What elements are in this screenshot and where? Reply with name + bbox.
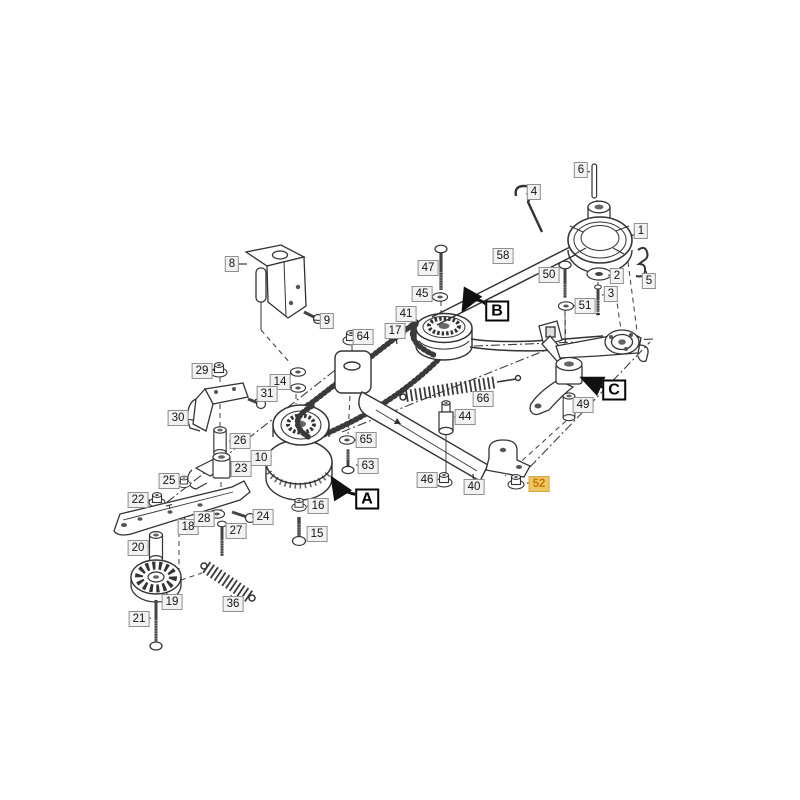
bracket-30 <box>187 382 249 432</box>
plate-18 <box>113 480 251 536</box>
pulley-10 <box>265 404 333 501</box>
callout-3[interactable]: 3 <box>603 286 619 302</box>
callout-20[interactable]: 20 <box>127 540 149 556</box>
bolt-27 <box>216 520 228 556</box>
callout-26[interactable]: 26 <box>229 433 251 449</box>
callout-5[interactable]: 5 <box>641 273 657 289</box>
bolt-15 <box>291 517 307 547</box>
callout-49[interactable]: 49 <box>572 397 594 413</box>
callout-assembly-b: B <box>485 300 509 322</box>
callout-21[interactable]: 21 <box>128 611 150 627</box>
callout-64[interactable]: 64 <box>352 329 374 345</box>
pulley-1 <box>567 200 633 274</box>
callout-15[interactable]: 15 <box>306 526 328 542</box>
callout-50[interactable]: 50 <box>538 267 560 283</box>
washer-14a <box>289 367 307 377</box>
callout-31[interactable]: 31 <box>256 386 278 402</box>
nut-46 <box>435 472 453 488</box>
callout-65[interactable]: 65 <box>355 432 377 448</box>
callout-66[interactable]: 66 <box>472 391 494 407</box>
bolt-47 <box>434 244 448 290</box>
callout-24[interactable]: 24 <box>252 509 274 525</box>
washer-51 <box>557 301 575 311</box>
washer-14b <box>289 383 307 393</box>
pivot-23 <box>187 452 232 490</box>
callout-28[interactable]: 28 <box>193 511 215 527</box>
spacer-44 <box>438 400 454 436</box>
bolt-21 <box>149 600 163 651</box>
callout-8[interactable]: 8 <box>224 256 240 272</box>
bracket-40 <box>485 439 531 478</box>
callout-1[interactable]: 1 <box>633 223 649 239</box>
callout-9[interactable]: 9 <box>319 313 335 329</box>
callout-51[interactable]: 51 <box>574 298 596 314</box>
callout-44[interactable]: 44 <box>454 409 476 425</box>
callout-6[interactable]: 6 <box>573 162 589 178</box>
callout-46[interactable]: 46 <box>416 472 438 488</box>
washer-45 <box>431 292 449 302</box>
callout-assembly-c: C <box>602 379 626 401</box>
washer-2 <box>586 267 612 281</box>
bellcrank-c <box>529 356 583 416</box>
callout-30[interactable]: 30 <box>167 410 189 426</box>
callout-47[interactable]: 47 <box>417 260 439 276</box>
callout-assembly-a: A <box>355 488 379 510</box>
callout-18[interactable]: 18 <box>177 519 199 535</box>
bolt-50 <box>558 260 572 298</box>
callout-41[interactable]: 41 <box>395 306 417 322</box>
callout-4[interactable]: 4 <box>526 184 542 200</box>
callout-63[interactable]: 63 <box>357 458 379 474</box>
washer-65 <box>338 435 356 445</box>
callout-58[interactable]: 58 <box>492 248 514 264</box>
pulley-41 <box>415 312 473 361</box>
bolt-63 <box>341 449 355 475</box>
bolt-24 <box>231 510 256 524</box>
callout-29[interactable]: 29 <box>191 363 213 379</box>
callout-10[interactable]: 10 <box>250 450 272 466</box>
callout-40[interactable]: 40 <box>463 479 485 495</box>
callout-2[interactable]: 2 <box>609 268 625 284</box>
callout-19[interactable]: 19 <box>161 594 183 610</box>
callout-45[interactable]: 45 <box>411 286 433 302</box>
callout-22[interactable]: 22 <box>127 492 149 508</box>
belt-17-wrap <box>294 321 437 441</box>
shaft-pin-6 <box>591 163 598 199</box>
callout-17[interactable]: 17 <box>384 323 406 339</box>
spring-36 <box>200 561 256 603</box>
lift-arm <box>538 320 649 370</box>
spacer-26 <box>213 426 227 457</box>
idler-arm <box>334 350 489 482</box>
callout-23[interactable]: 23 <box>230 461 252 477</box>
spring-66 <box>399 374 522 402</box>
spacer-20 <box>148 530 164 564</box>
callout-16[interactable]: 16 <box>307 498 329 514</box>
callout-36[interactable]: 36 <box>222 596 244 612</box>
callout-27[interactable]: 27 <box>225 523 247 539</box>
bracket-8 <box>244 244 307 319</box>
bolt-3 <box>594 284 602 316</box>
belt-58 <box>431 246 604 352</box>
callout-25[interactable]: 25 <box>158 473 180 489</box>
callout-52-highlighted[interactable]: 52 <box>528 476 550 492</box>
